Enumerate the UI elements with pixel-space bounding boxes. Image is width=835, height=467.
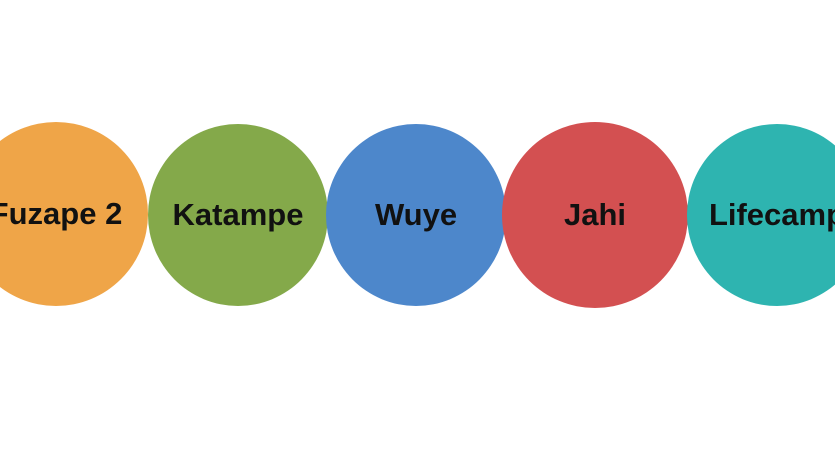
node-label: Katampe bbox=[172, 197, 304, 232]
node-fuzape-2: Fuzape 2 bbox=[0, 122, 148, 306]
node-label: Jahi bbox=[563, 197, 627, 232]
node-katampe: Katampe bbox=[148, 124, 328, 306]
node-label: Lifecamp bbox=[708, 197, 835, 232]
node-lifecamp: Lifecamp bbox=[687, 124, 835, 306]
node-label: Fuzape 2 bbox=[0, 196, 123, 231]
node-label: Wuye bbox=[374, 197, 458, 232]
node-wuye: Wuye bbox=[326, 124, 506, 306]
node-jahi: Jahi bbox=[502, 122, 688, 308]
